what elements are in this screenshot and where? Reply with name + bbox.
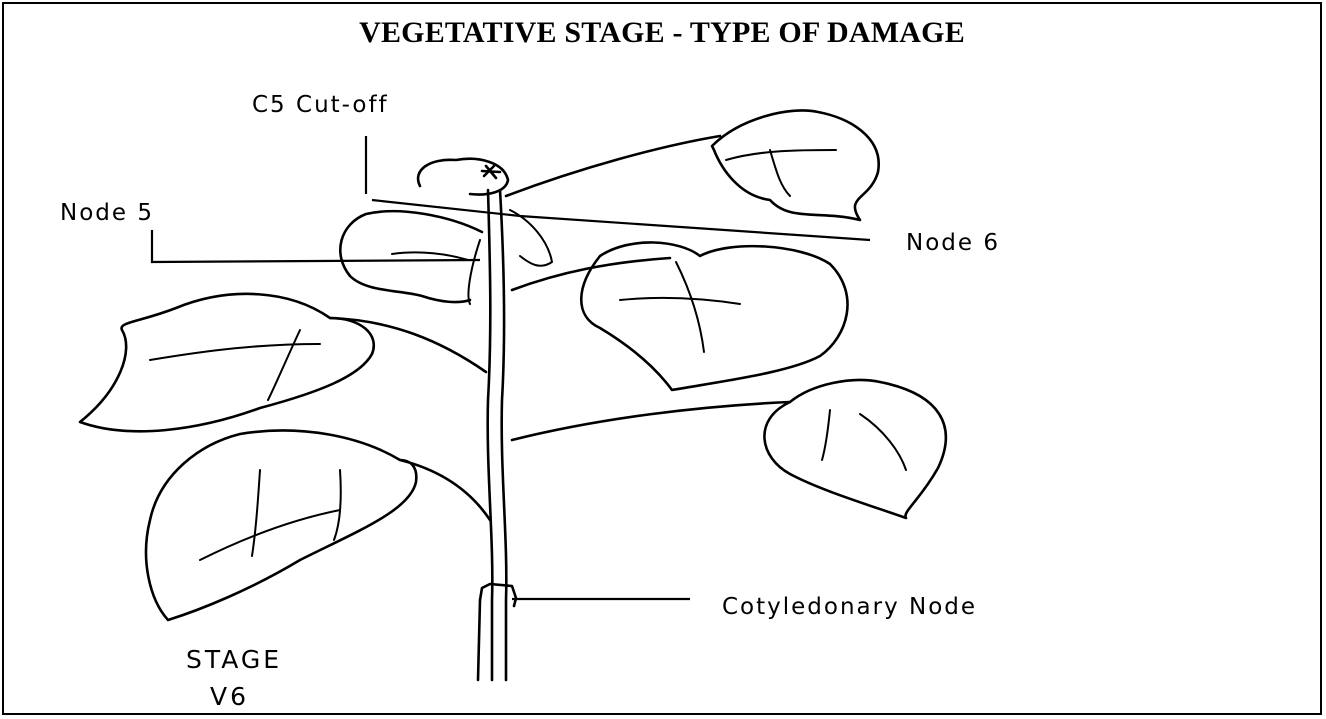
leaf-lower-right: [512, 380, 946, 518]
label-node-6: Node 6: [906, 230, 1000, 256]
leaf-node5: [340, 210, 552, 304]
leaf-upper-left: [80, 294, 486, 431]
label-node-5: Node 5: [60, 200, 154, 226]
label-stage: STAGE: [186, 645, 282, 674]
label-stage-v6: V6: [210, 682, 249, 711]
leaf-lower-left: [146, 430, 490, 620]
label-cotyledonary-node: Cotyledonary Node: [722, 594, 977, 620]
main-stem: [478, 190, 516, 680]
leader-node5: [152, 230, 480, 262]
label-c5-cutoff: C5 Cut-off: [252, 92, 389, 118]
terminal-bud: [418, 159, 508, 195]
leaf-top-right: [506, 110, 879, 220]
leader-lines: [152, 136, 870, 599]
leaf-middle-right: [512, 242, 848, 390]
